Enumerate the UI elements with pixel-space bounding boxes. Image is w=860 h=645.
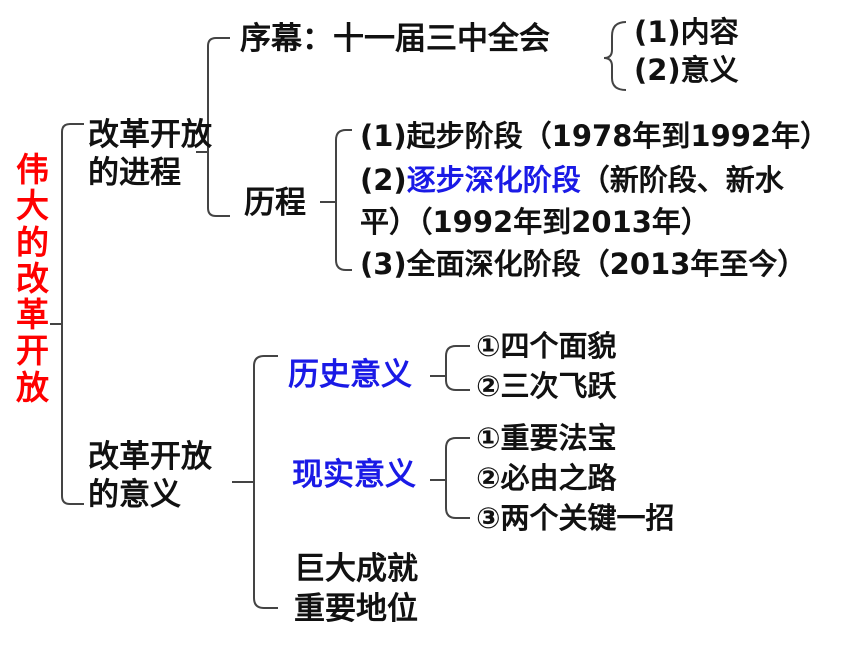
history-stage2-line2: 平）（1992年到2013年） [360, 205, 710, 239]
significance-bracket [232, 355, 278, 609]
significance-label-line2: 的意义 [88, 477, 181, 513]
practical-significance-label: 现实意义 [292, 457, 416, 493]
practical-item-1: ①重要法宝 [476, 421, 617, 455]
achievements-line2: 重要地位 [294, 591, 418, 627]
prelude-item-content: (1)内容 [634, 15, 739, 49]
process-bracket [196, 37, 230, 217]
history-stage3: (3)全面深化阶段（2013年至今） [360, 247, 807, 281]
history-bracket [320, 129, 352, 271]
prelude-label: 序幕：十一届三中全会 [240, 21, 550, 57]
practical-item-3: ③两个关键一招 [476, 501, 675, 535]
process-label-line2: 的进程 [88, 155, 181, 191]
prelude-brace [603, 21, 627, 91]
history-label: 历程 [244, 185, 306, 221]
history-stage1: (1)起步阶段（1978年到1992年） [360, 119, 830, 153]
historical-item-1: ①四个面貌 [476, 329, 617, 363]
significance-label-line1: 改革开放 [88, 439, 212, 475]
practical-item-2: ②必由之路 [476, 461, 617, 495]
historical-item-2: ②三次飞跃 [476, 369, 617, 403]
history-stage2: (2)逐步深化阶段（新阶段、新水 [360, 163, 784, 197]
process-label-line1: 改革开放 [88, 117, 212, 153]
root-bracket [50, 123, 84, 505]
practical-bracket [430, 437, 470, 519]
history-stage2-prefix: (2) [360, 163, 407, 197]
achievements-line1: 巨大成就 [294, 551, 418, 587]
history-stage2-rest: （新阶段、新水 [580, 163, 784, 197]
prelude-item-significance: (2)意义 [634, 53, 739, 87]
historical-significance-label: 历史意义 [288, 357, 412, 393]
root-title: 伟大的改革开放 [16, 150, 49, 407]
historical-bracket [430, 345, 470, 391]
history-stage2-highlight: 逐步深化阶段 [406, 163, 581, 197]
